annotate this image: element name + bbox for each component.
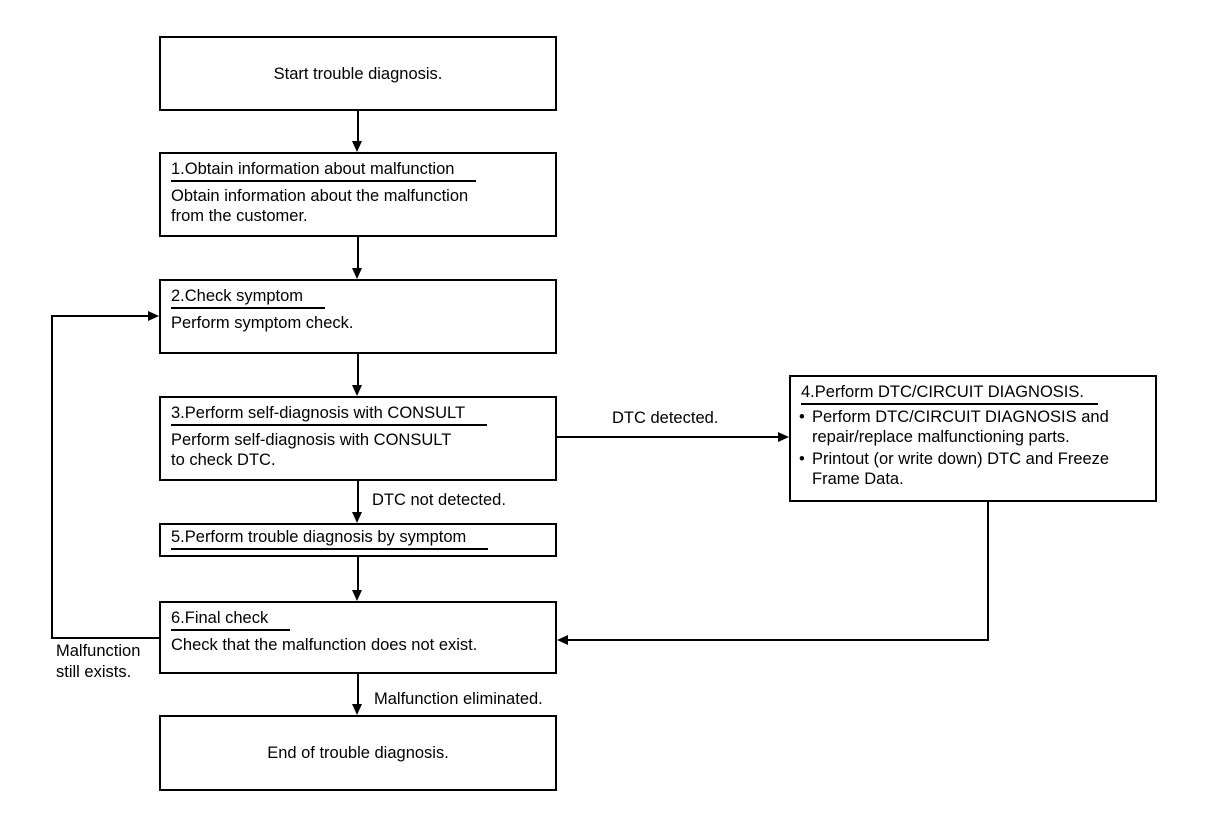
node-step1: 1.Obtain information about malfunction O… [159,152,557,237]
node-start-label: Start trouble diagnosis. [273,64,443,83]
arrow-down-icon [352,590,362,601]
arrow-right-icon [778,432,789,442]
bullet-icon: • [799,408,805,426]
edge-step6-step2-top [52,315,149,317]
node-step1-title: 1.Obtain information about malfunction [171,159,477,182]
node-step5: 5.Perform trouble diagnosis by symptom [159,523,557,557]
node-step6-body: Check that the malfunction does not exis… [171,636,478,654]
edge-start-step1 [357,111,359,142]
node-step4-bullet-1-text: Perform DTC/CIRCUIT DIAGNOSIS and repair… [812,408,1109,446]
node-step4: 4.Perform DTC/CIRCUIT DIAGNOSIS. • Perfo… [789,375,1157,502]
arrow-down-icon [352,385,362,396]
node-step3: 3.Perform self-diagnosis with CONSULT Pe… [159,396,557,481]
node-end: End of trouble diagnosis. [159,715,557,791]
edge-step6-end [357,674,359,705]
edge-step6-step2-bottom [52,637,159,639]
bullet-icon: • [799,450,805,468]
arrow-left-icon [557,635,568,645]
edge-step4-step6-horizontal [568,639,989,641]
node-step5-title: 5.Perform trouble diagnosis by symptom [171,527,489,550]
node-step4-bullet-2: • Printout (or write down) DTC and Freez… [799,449,1149,489]
node-step2: 2.Check symptom Perform symptom check. [159,279,557,354]
node-step2-body: Perform symptom check. [171,314,354,332]
arrow-down-icon [352,141,362,152]
node-step3-title: 3.Perform self-diagnosis with CONSULT [171,403,488,426]
edge-label-dtc-not-detected: DTC not detected. [372,491,506,509]
arrow-down-icon [352,512,362,523]
edge-step4-step6-vertical [987,502,989,641]
edge-step2-step3 [357,354,359,386]
edge-step1-step2 [357,237,359,269]
node-step4-title: 4.Perform DTC/CIRCUIT DIAGNOSIS. [801,382,1098,405]
edge-label-malfunction-eliminated: Malfunction eliminated. [374,690,543,708]
node-step2-title: 2.Check symptom [171,286,326,309]
node-step4-bullet-2-text: Printout (or write down) DTC and Freeze … [812,450,1110,488]
edge-step3-step4 [557,436,779,438]
edge-step3-step5 [357,481,359,513]
node-step6: 6.Final check Check that the malfunction… [159,601,557,674]
node-step1-body: Obtain information about the malfunction… [171,187,469,225]
node-step3-body: Perform self-diagnosis with CONSULT to c… [171,431,452,469]
node-end-label: End of trouble diagnosis. [267,744,449,762]
edge-label-dtc-detected: DTC detected. [612,409,719,427]
edge-step5-step6 [357,557,359,591]
edge-label-malfunction-still-exists: Malfunction still exists. [56,642,141,681]
arrow-right-icon [148,311,159,321]
edge-step6-step2-vertical [51,315,53,639]
arrow-down-icon [352,268,362,279]
node-step6-title: 6.Final check [171,608,291,631]
node-step4-bullet-1: • Perform DTC/CIRCUIT DIAGNOSIS and repa… [799,407,1149,447]
node-start: Start trouble diagnosis. [159,36,557,111]
arrow-down-icon [352,704,362,715]
